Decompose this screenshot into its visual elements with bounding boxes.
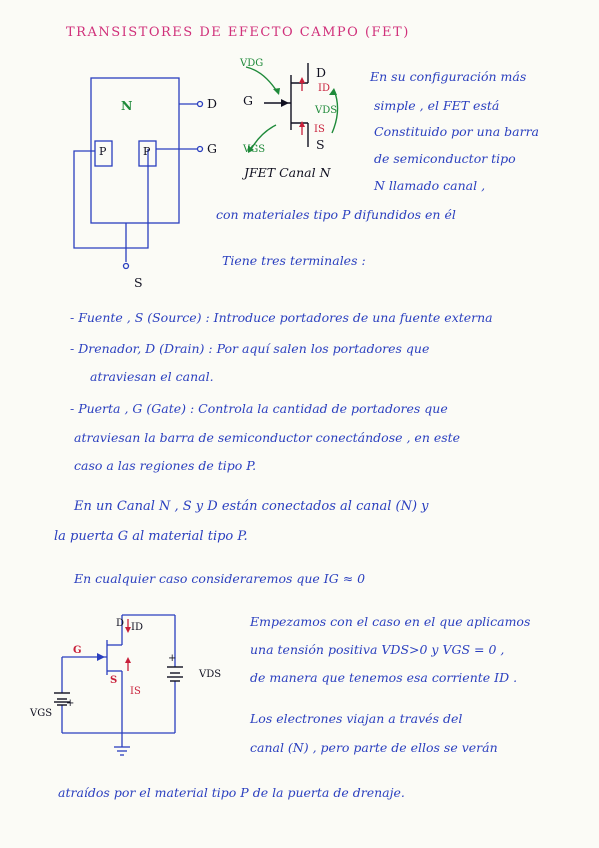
terminal-drain-cont: atraviesan el canal.: [90, 369, 214, 384]
vgs-label: VGS: [243, 144, 266, 155]
terminal-gate-cont-1: atraviesan la barra de semiconductor con…: [74, 430, 461, 445]
intro-line-4: de semiconductor tipo: [374, 151, 516, 166]
intro-line-6: con materiales tipo P difundidos en él: [216, 207, 456, 222]
case-line-2: una tensión positiva VDS>0 y VGS = 0 ,: [250, 642, 505, 657]
n-region-label: N: [121, 98, 133, 113]
id-current-label: ID: [318, 83, 330, 94]
terminal-drain: - Drenador, D (Drain) : Por aquí salen l…: [70, 341, 430, 356]
symbol-drain-label: D: [316, 65, 327, 80]
p-region-left-label: P: [99, 145, 107, 158]
circuit-source-label: S: [110, 675, 118, 686]
terminals-intro: Tiene tres terminales :: [222, 253, 366, 268]
circuit-plus-left: +: [66, 698, 75, 709]
bias-circuit-diagram: [54, 614, 183, 756]
gate-terminal-label: G: [207, 141, 217, 156]
case-line-1: Empezamos con el caso en el que aplicamo…: [250, 614, 531, 629]
page-title: TRANSISTORES DE EFECTO CAMPO (FET): [66, 25, 410, 40]
jfet-caption: JFET Canal N: [244, 165, 331, 180]
symbol-gate-label: G: [243, 93, 253, 108]
canal-line-1: En un Canal N , S y D están conectados a…: [74, 499, 429, 514]
electrons-line-1: Los electrones viajan a través del: [250, 711, 463, 726]
terminal-gate: - Puerta , G (Gate) : Controla la cantid…: [70, 401, 448, 416]
case-line-3: de manera que tenemos esa corriente ID .: [250, 670, 518, 685]
vdg-label: VDG: [240, 58, 264, 69]
terminal-gate-cont-2: caso a las regiones de tipo P.: [74, 458, 257, 473]
canal-line-2: la puerta G al material tipo P.: [54, 529, 248, 544]
p-region-right-label: P: [143, 145, 151, 158]
circuit-plus-right: +: [168, 653, 177, 664]
intro-line-5: N llamado canal ,: [374, 178, 486, 193]
fet-bar-diagram: [73, 77, 204, 270]
circuit-drain-label: D: [116, 618, 125, 629]
symbol-source-label: S: [316, 137, 325, 152]
assumption-line: En cualquier caso consideraremos que IG …: [74, 571, 366, 586]
is-current-label: IS: [314, 124, 325, 135]
circuit-vds-label: VDS: [199, 669, 222, 680]
final-line: atraídos por el material tipo P de la pu…: [58, 785, 405, 800]
intro-line-1: En su configuración más: [370, 69, 527, 84]
circuit-is-label: IS: [130, 686, 141, 697]
vds-label: VDS: [315, 105, 338, 116]
intro-line-2: simple , el FET está: [374, 98, 500, 113]
electrons-line-2: canal (N) , pero parte de ellos se verán: [250, 740, 498, 755]
terminal-source: - Fuente , S (Source) : Introduce portad…: [70, 310, 493, 325]
circuit-vgs-label: VGS: [30, 708, 53, 719]
source-terminal-label: S: [134, 275, 143, 290]
drain-terminal-label: D: [207, 96, 218, 111]
circuit-id-label: ID: [131, 622, 143, 633]
intro-line-3: Constituido por una barra: [374, 124, 540, 139]
jfet-symbol: [245, 63, 339, 153]
circuit-gate-label: G: [73, 645, 82, 656]
